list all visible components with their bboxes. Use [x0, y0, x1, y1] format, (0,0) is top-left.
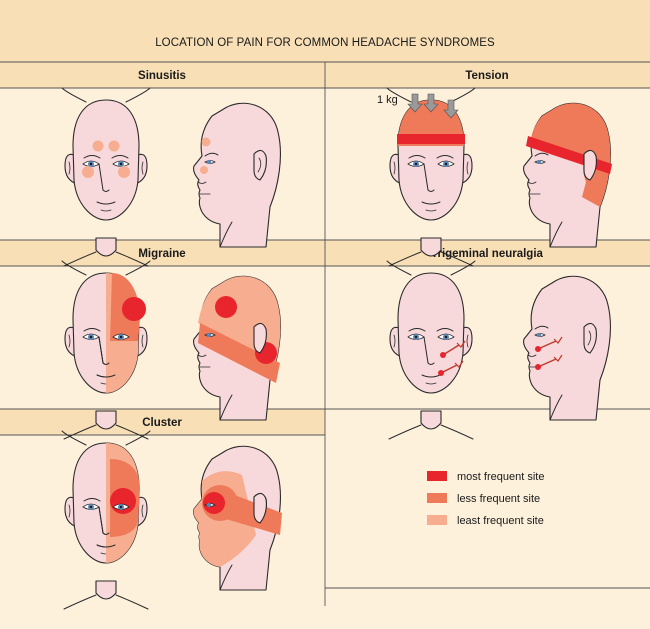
panel-title-sinusitis: Sinusitis: [138, 70, 186, 82]
cluster-eye-most: [110, 488, 136, 514]
migraine-front-head: [61, 260, 151, 440]
migraine-temple-most: [122, 297, 146, 321]
legend-swatch-most: [427, 471, 447, 481]
cluster-front-head: [61, 430, 151, 610]
header-band-row-3: [0, 409, 325, 435]
panel-title-tension: Tension: [465, 70, 508, 82]
trigeminal-pain-sites-side: [535, 336, 563, 370]
panel-title-cluster: Cluster: [142, 417, 182, 429]
cluster-side-head: [193, 445, 282, 591]
sinusitis-pain-site-side-cheek: [200, 166, 208, 174]
legend-label-less: less frequent site: [457, 493, 540, 505]
tension-side-head: [523, 102, 612, 248]
legend: most frequent site less frequent site le…: [427, 471, 544, 527]
legend-swatch-least: [427, 515, 447, 525]
cluster-eye-most-side: [203, 492, 225, 514]
sinusitis-pain-sites-front: [82, 140, 130, 178]
figure-title: LOCATION OF PAIN FOR COMMON HEADACHE SYN…: [155, 37, 495, 49]
panel-grid: [0, 61, 650, 606]
trigeminal-front-head: [386, 260, 476, 440]
title-band: [0, 0, 650, 62]
panel-title-trigeminal: Trigeminal neuralgia: [431, 248, 543, 260]
migraine-band-less: [198, 323, 280, 383]
tension-weight-arrows: [407, 93, 459, 119]
legend-swatch-less: [427, 493, 447, 503]
tension-band-front: [397, 134, 465, 144]
migraine-temple-most-side: [215, 296, 237, 318]
sinusitis-pain-site-side: [201, 137, 211, 147]
trigeminal-side-head: [523, 275, 611, 421]
trigeminal-pain-sites-front: [438, 340, 466, 376]
sinusitis-side-head: [193, 102, 281, 248]
tension-weight-label: 1 kg: [377, 94, 398, 106]
sinusitis-front-head: [61, 87, 151, 267]
panel-title-migraine: Migraine: [138, 248, 185, 260]
legend-label-least: least frequent site: [457, 515, 544, 527]
cluster-band-less: [224, 491, 282, 535]
legend-label-most: most frequent site: [457, 471, 544, 483]
migraine-side-head: [193, 275, 281, 421]
